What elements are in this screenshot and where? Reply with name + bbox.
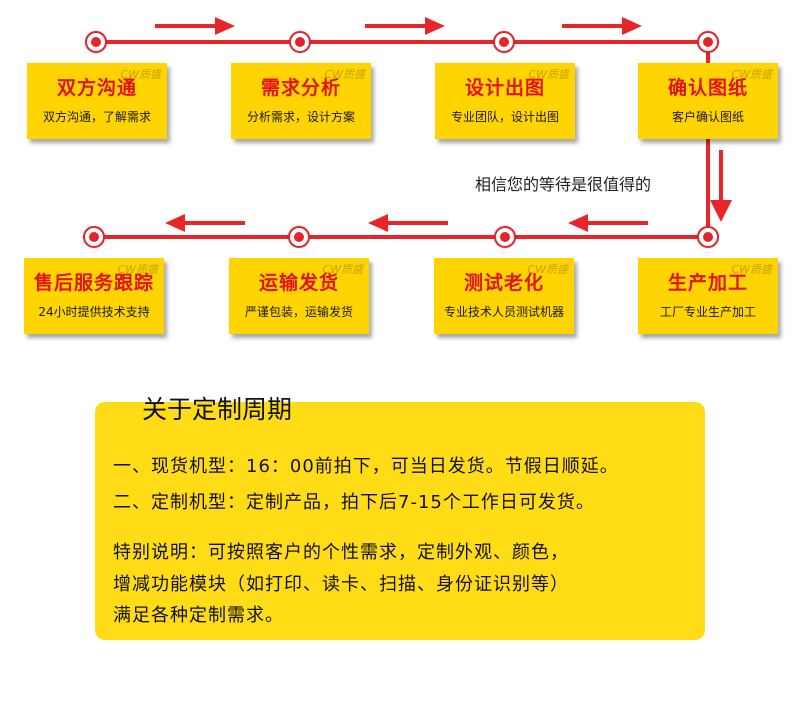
step-card: CW质盛 售后服务跟踪 24小时提供技术支持	[24, 258, 164, 334]
step-desc: 分析需求，设计方案	[246, 110, 355, 124]
cycle-line: 满足各种定制需求。	[113, 605, 284, 626]
step-title: 运输发货	[258, 272, 339, 294]
watermark: CW质盛	[731, 263, 772, 276]
watermark: CW质盛	[117, 263, 158, 276]
arrow-left-icon	[568, 214, 648, 232]
step-desc: 专业团队，设计出图	[450, 110, 559, 124]
step-title: 售后服务跟踪	[33, 272, 154, 294]
flow-node	[85, 31, 107, 53]
watermark: CW质盛	[528, 68, 569, 81]
right-flow-line	[706, 42, 710, 238]
flow-node	[83, 226, 105, 248]
cycle-line: 一、现货机型：16：00前拍下，可当日发货。节假日顺延。	[113, 456, 619, 477]
step-card: CW质盛 运输发货 严谨包装，运输发货	[229, 258, 369, 334]
step-desc: 专业技术人员测试机器	[443, 305, 564, 319]
flow-node	[289, 31, 311, 53]
watermark: CW质盛	[527, 263, 568, 276]
arrow-left-icon	[368, 214, 448, 232]
watermark: CW质盛	[731, 68, 772, 81]
step-title: 测试老化	[463, 272, 544, 294]
arrow-right-icon	[155, 17, 235, 35]
watermark: CW质盛	[322, 263, 363, 276]
step-card: CW质盛 测试老化 专业技术人员测试机器	[434, 258, 574, 334]
bottom-flow-line	[94, 235, 708, 239]
step-desc: 客户确认图纸	[671, 110, 744, 124]
cycle-line: 特别说明：可按照客户的个性需求，定制外观、颜色，	[113, 542, 569, 563]
watermark: CW质盛	[120, 68, 161, 81]
flow-node	[697, 226, 719, 248]
flow-node	[697, 31, 719, 53]
waiting-note: 相信您的等待是很值得的	[475, 175, 652, 194]
arrow-right-icon	[365, 17, 445, 35]
step-card: CW质盛 生产加工 工厂专业生产加工	[638, 258, 778, 334]
arrow-right-icon	[562, 17, 642, 35]
step-title: 双方沟通	[56, 77, 137, 99]
cycle-line: 增减功能模块（如打印、读卡、扫描、身份证识别等）	[113, 574, 569, 595]
step-title: 生产加工	[667, 272, 748, 294]
step-title: 确认图纸	[667, 77, 748, 99]
step-title: 需求分析	[260, 77, 341, 99]
flow-node	[288, 226, 310, 248]
step-desc: 双方沟通，了解需求	[42, 110, 151, 124]
cycle-line: 二、定制机型：定制产品，拍下后7-15个工作日可发货。	[113, 492, 595, 513]
step-card: CW质盛 确认图纸 客户确认图纸	[638, 63, 778, 139]
step-desc: 24小时提供技术支持	[38, 305, 150, 319]
step-title: 设计出图	[464, 77, 545, 99]
arrow-left-icon	[165, 214, 245, 232]
step-desc: 严谨包装，运输发货	[244, 305, 353, 319]
watermark: CW质盛	[324, 68, 365, 81]
flow-node	[493, 31, 515, 53]
step-card: CW质盛 设计出图 专业团队，设计出图	[435, 63, 575, 139]
step-card: CW质盛 需求分析 分析需求，设计方案	[231, 63, 371, 139]
flow-node	[494, 226, 516, 248]
top-flow-line	[96, 40, 708, 44]
step-card: CW质盛 双方沟通 双方沟通，了解需求	[27, 63, 167, 139]
step-desc: 工厂专业生产加工	[659, 305, 756, 319]
cycle-title: 关于定制周期	[142, 395, 293, 424]
cycle-info-box	[95, 402, 705, 640]
arrow-down-icon	[710, 150, 732, 222]
